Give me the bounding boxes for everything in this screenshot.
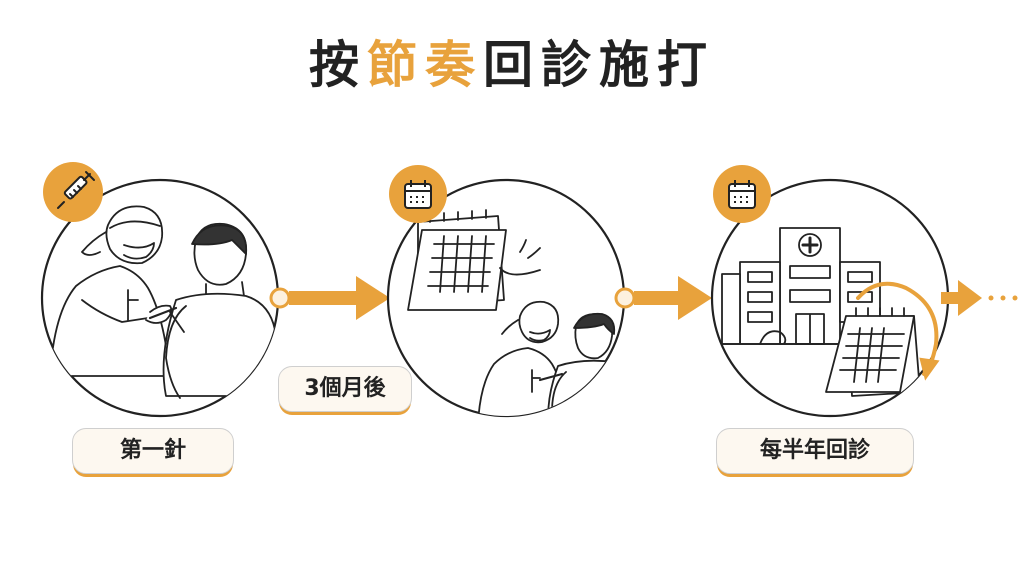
syringe-badge (43, 162, 103, 222)
nurse-figure-small (477, 300, 569, 416)
step-1-scene (40, 162, 280, 418)
title-highlight: 節奏 (367, 36, 483, 94)
continuation-arrow (941, 280, 1018, 316)
hospital-building (719, 227, 901, 345)
desk-calendar (825, 307, 921, 397)
step-1-label: 第一針 (72, 428, 234, 474)
arrow-2 (614, 276, 712, 320)
step-2-label-text: 3個月後 (304, 376, 386, 401)
step-3-label: 每半年回診 (716, 428, 914, 474)
cycle-arrow (856, 281, 940, 381)
patient-figure (162, 222, 277, 399)
step-1-label-text: 第一針 (119, 438, 186, 463)
title-part-2: 回診施打 (483, 36, 715, 94)
page-title: 按節奏回診施打 (0, 30, 1024, 100)
step-2-label: 3個月後 (278, 366, 412, 412)
step-3-scene (710, 165, 950, 418)
nurse-figure (49, 205, 173, 377)
wall-calendar (407, 209, 541, 311)
step-3-label-text: 每半年回診 (759, 438, 870, 463)
calendar-badge-1 (389, 165, 447, 223)
title-part-1: 按 (309, 36, 367, 94)
calendar-badge-2 (713, 165, 771, 223)
calendar-icon (404, 180, 432, 209)
arrow-1 (269, 276, 390, 320)
syringe-icon (57, 171, 95, 209)
step-2-scene (386, 165, 626, 418)
calendar-icon (728, 180, 756, 209)
